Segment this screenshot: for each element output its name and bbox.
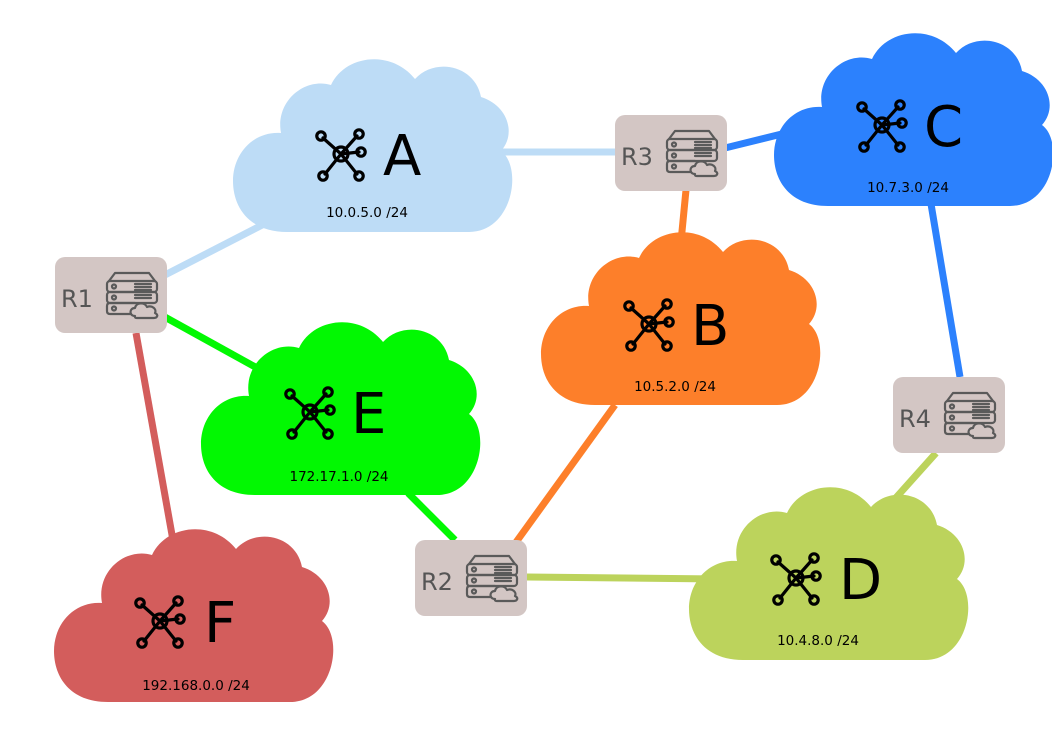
- link-r2-e: [405, 490, 458, 543]
- network-letter-e: E: [351, 382, 386, 447]
- network-cloud-f: F 192.168.0.0 /24: [54, 529, 334, 702]
- router-box: [893, 377, 1005, 453]
- network-cloud-e: E 172.17.1.0 /24: [201, 322, 481, 495]
- cloud-shape-f: [54, 529, 334, 702]
- router-box: [615, 115, 727, 191]
- network-subnet-f: 192.168.0.0 /24: [142, 678, 250, 694]
- router-r2: R2: [415, 540, 527, 616]
- router-r1: R1: [55, 257, 167, 333]
- link-r1-f: [132, 332, 178, 547]
- network-subnet-c: 10.7.3.0 /24: [867, 180, 949, 196]
- router-label-r2: R2: [421, 568, 453, 596]
- network-subnet-b: 10.5.2.0 /24: [634, 379, 716, 395]
- network-letter-d: D: [839, 548, 882, 613]
- router-label-r4: R4: [899, 405, 931, 433]
- network-cloud-a: A 10.0.5.0 /24: [233, 59, 513, 232]
- link-r2-b: [511, 402, 618, 548]
- network-cloud-d: D 10.4.8.0 /24: [689, 487, 969, 660]
- router-r3: R3: [615, 115, 727, 191]
- network-letter-f: F: [204, 591, 236, 656]
- link-r1-a: [161, 218, 270, 280]
- links-layer: [132, 126, 964, 583]
- network-cloud-c: C 10.7.3.0 /24: [774, 33, 1052, 206]
- router-box: [55, 257, 167, 333]
- network-subnet-d: 10.4.8.0 /24: [777, 633, 859, 649]
- link-r4-c: [926, 197, 964, 378]
- network-letter-a: A: [383, 124, 421, 189]
- router-label-r3: R3: [621, 143, 653, 171]
- network-cloud-b: B 10.5.2.0 /24: [541, 232, 821, 405]
- router-label-r1: R1: [61, 285, 93, 313]
- network-subnet-a: 10.0.5.0 /24: [326, 205, 408, 221]
- network-subnet-e: 172.17.1.0 /24: [289, 469, 388, 485]
- network-letter-c: C: [924, 95, 963, 160]
- router-box: [415, 540, 527, 616]
- link-r2-d: [526, 573, 721, 583]
- network-letter-b: B: [691, 294, 729, 359]
- router-r4: R4: [893, 377, 1005, 453]
- link-r1-e: [161, 312, 270, 378]
